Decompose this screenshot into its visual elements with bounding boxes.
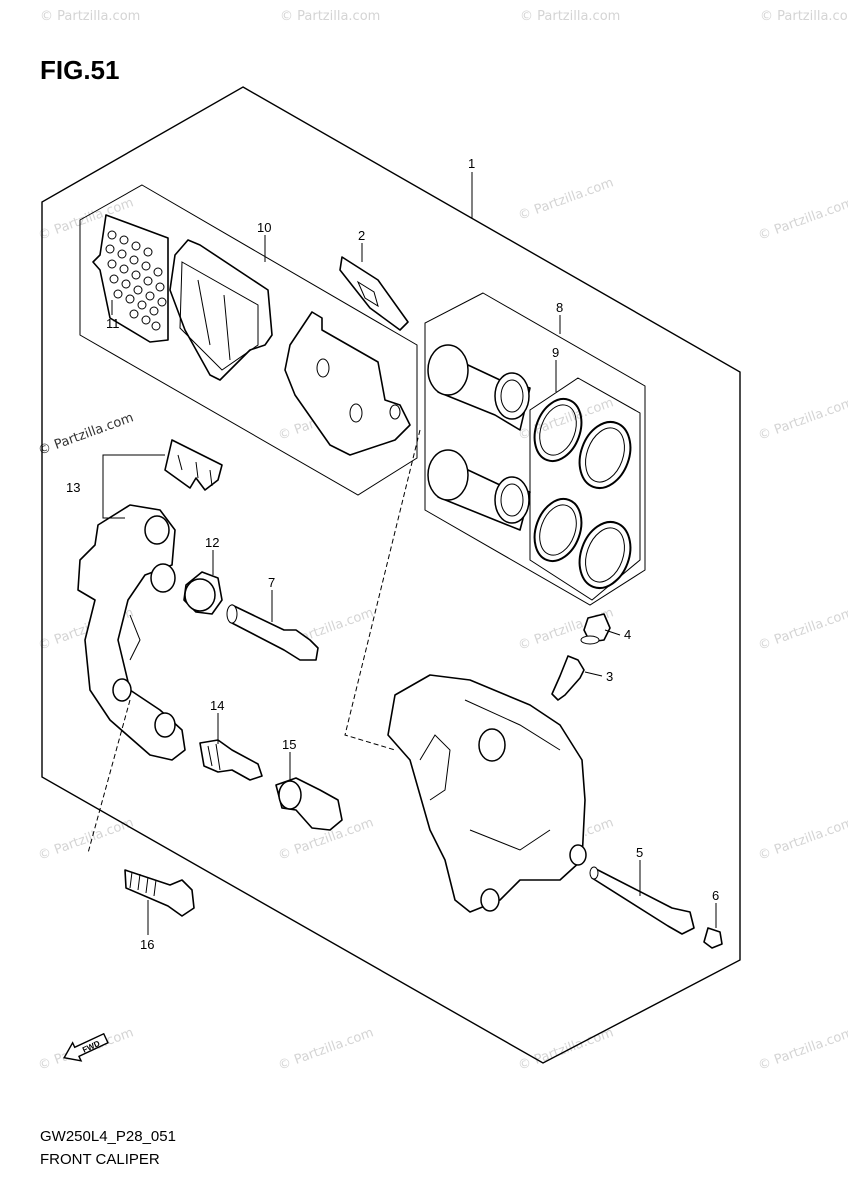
watermark: © Partzilla.com xyxy=(516,395,615,443)
callout-11: 11 xyxy=(106,316,120,331)
callout-4: 4 xyxy=(624,627,631,642)
pin-plug xyxy=(703,927,723,949)
caliper-bracket xyxy=(77,504,186,761)
assembly-frame xyxy=(41,86,741,1064)
diagram-code: GW250L4_P28_051 xyxy=(40,1128,176,1145)
piston-seals xyxy=(533,398,632,589)
pad-shim xyxy=(92,214,169,343)
callout-7: 7 xyxy=(268,575,275,590)
watermark: © Partzilla.com xyxy=(520,9,620,24)
brake-pad-back xyxy=(284,311,411,456)
watermark: © Partzilla.com xyxy=(756,1025,848,1073)
caliper-pistons xyxy=(427,344,531,531)
assembly-dash-line-2 xyxy=(87,699,131,854)
callout-labels: 1 2 3 4 5 6 7 8 9 10 11 12 13 14 15 16 xyxy=(66,156,719,952)
watermark: © Partzilla.com xyxy=(516,175,615,223)
pad-retainer-spring xyxy=(164,439,223,491)
seal-frame xyxy=(529,377,641,601)
pad-pin xyxy=(589,866,695,935)
brake-pad-front xyxy=(169,239,273,381)
callout-5: 5 xyxy=(636,845,643,860)
pin-bolt xyxy=(199,739,263,781)
bracket-bolt xyxy=(124,869,195,917)
watermark: © Partzilla.com xyxy=(756,815,848,863)
callout-1: 1 xyxy=(468,156,475,171)
callout-14: 14 xyxy=(210,698,224,713)
callout-13: 13 xyxy=(66,480,80,495)
bleeder-valve xyxy=(551,655,585,701)
leader-lines xyxy=(102,172,717,935)
assembly-dash-line xyxy=(344,429,421,751)
callout-12: 12 xyxy=(205,535,219,550)
diagram-name: FRONT CALIPER xyxy=(40,1151,160,1168)
watermark: © Partzilla.com xyxy=(276,1025,375,1073)
callout-16: 16 xyxy=(140,937,154,952)
watermark: © Partzilla.com xyxy=(756,395,848,443)
callout-10: 10 xyxy=(257,220,271,235)
watermark: © Partzilla.com xyxy=(756,605,848,653)
watermark: © Partzilla.com xyxy=(760,9,848,24)
piston-frame xyxy=(424,292,646,606)
watermark: © Partzilla.com xyxy=(36,410,135,458)
callout-2: 2 xyxy=(358,228,365,243)
callout-6: 6 xyxy=(712,888,719,903)
slide-pin-upper xyxy=(226,604,319,661)
pad-spring xyxy=(339,256,409,331)
rubber-boot xyxy=(183,571,223,615)
watermark: © Partzilla.com xyxy=(280,9,380,24)
caliper-body xyxy=(387,674,587,913)
figure-title: FIG.51 xyxy=(40,55,120,85)
watermark: © Partzilla.com xyxy=(756,195,848,243)
callout-9: 9 xyxy=(552,345,559,360)
callout-3: 3 xyxy=(606,669,613,684)
callout-15: 15 xyxy=(282,737,296,752)
bleeder-cap xyxy=(580,613,611,645)
callout-8: 8 xyxy=(556,300,563,315)
pad-set-frame xyxy=(79,184,418,496)
slide-pin-lower xyxy=(275,777,343,831)
watermark: © Partzilla.com xyxy=(40,9,140,24)
